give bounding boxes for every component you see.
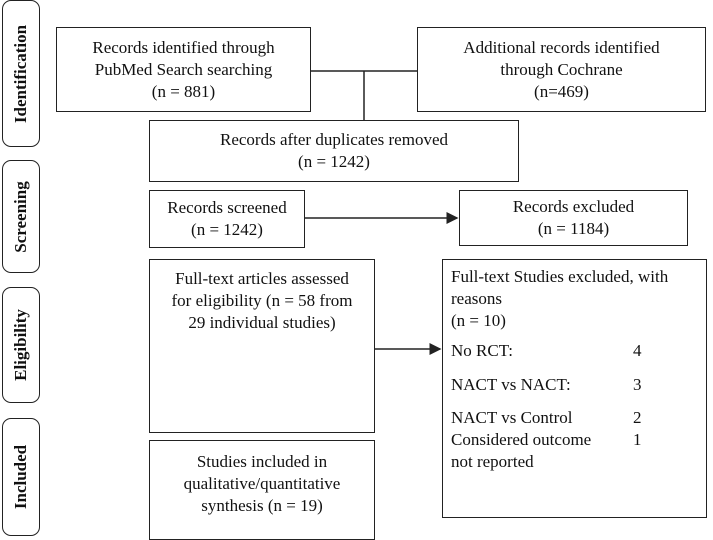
box-cochrane-records: Additional records identified through Co… — [417, 27, 706, 112]
reason-count: 2 — [633, 408, 642, 427]
fulltext-excluded-count: (n = 10) — [451, 311, 506, 330]
reason-count: 3 — [633, 375, 642, 394]
box-records-excluded: Records excluded (n = 1184) — [459, 190, 688, 246]
reason-row: not reported — [451, 451, 698, 473]
reason-row: NACT vs NACT: 3 — [451, 374, 698, 396]
stage-identification: Identification — [2, 0, 40, 147]
cochrane-count: (n=469) — [534, 81, 589, 101]
excluded-line-1: Records excluded — [512, 197, 635, 216]
reason-label: NACT vs NACT: — [451, 375, 571, 394]
stage-eligibility: Eligibility — [2, 287, 40, 403]
reason-label: NACT vs Control — [451, 408, 573, 427]
reason-count: 1 — [633, 430, 642, 449]
stage-screening: Screening — [2, 160, 40, 273]
fulltext-line-2: for eligibility (n = 58 from — [171, 291, 353, 310]
reason-row: NACT vs Control 2 — [451, 407, 698, 429]
included-line-2: qualitative/quantitative — [183, 474, 341, 493]
reason-count: 4 — [633, 341, 642, 360]
included-line-3: synthesis (n = 19) — [201, 496, 323, 515]
screened-line-1: Records screened — [167, 198, 287, 217]
fulltext-excluded-title-1: Full-text Studies excluded, with — [451, 267, 669, 286]
box-pubmed-records: Records identified through PubMed Search… — [56, 27, 311, 112]
box-records-screened: Records screened (n = 1242) — [149, 190, 305, 248]
pubmed-count: (n = 881) — [151, 81, 216, 101]
pubmed-line-2: PubMed Search searching — [94, 59, 273, 79]
fulltext-line-1: Full-text articles assessed — [175, 269, 349, 288]
pubmed-line-1: Records identified through — [92, 37, 275, 57]
reason-row: No RCT: 4 — [451, 340, 698, 362]
reason-label: No RCT: — [451, 341, 513, 360]
reason-row: Considered outcome 1 — [451, 429, 698, 451]
cochrane-line-1: Additional records identified — [463, 37, 660, 57]
box-after-duplicates: Records after duplicates removed (n = 12… — [149, 120, 519, 182]
stage-included: Included — [2, 418, 40, 536]
fulltext-excluded-title-2: reasons — [451, 289, 502, 308]
screened-count: (n = 1242) — [191, 220, 263, 239]
excluded-count: (n = 1184) — [537, 219, 610, 238]
box-fulltext-assessed: Full-text articles assessed for eligibil… — [149, 259, 375, 433]
reason-label: Considered outcome — [451, 430, 592, 449]
reason-label: not reported — [451, 452, 534, 471]
included-line-1: Studies included in — [196, 452, 328, 471]
fulltext-line-3: 29 individual studies) — [188, 313, 336, 332]
box-fulltext-excluded: Full-text Studies excluded, with reasons… — [442, 259, 707, 518]
duplicates-line-1: Records after duplicates removed — [220, 130, 448, 149]
box-studies-included: Studies included in qualitative/quantita… — [149, 440, 375, 540]
cochrane-line-2: through Cochrane — [500, 59, 623, 79]
duplicates-count: (n = 1242) — [298, 152, 370, 171]
